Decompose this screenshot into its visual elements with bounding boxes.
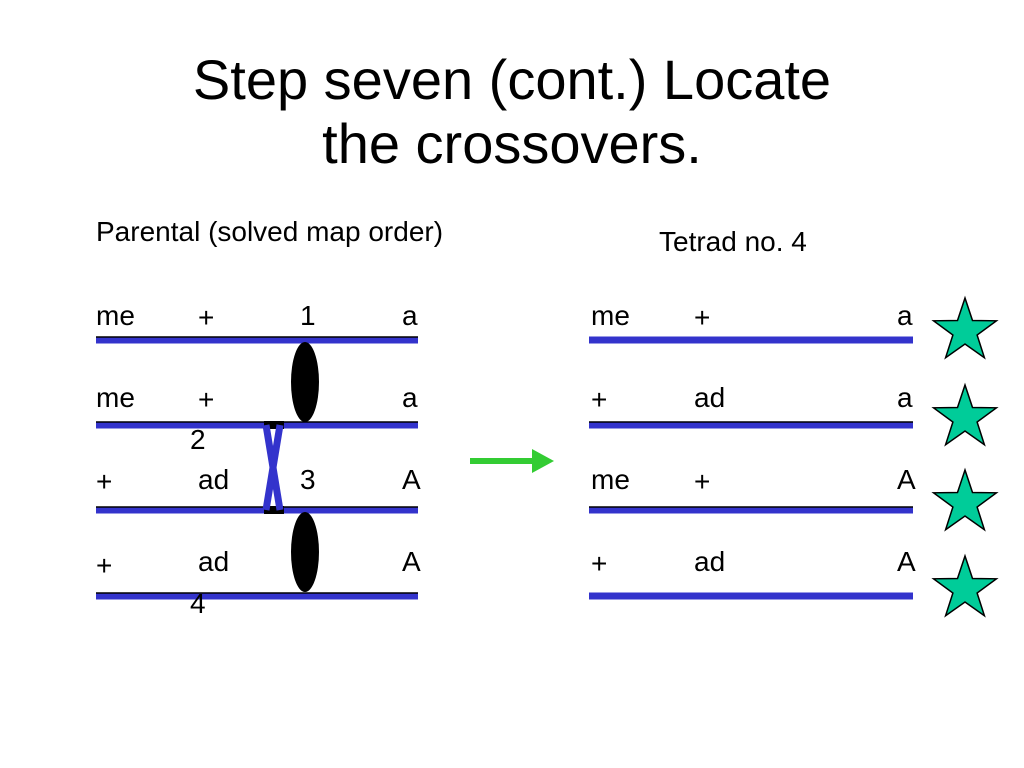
tetrad-1-col3: a <box>897 300 913 331</box>
crossover-x <box>262 421 284 514</box>
tetrad-heading: Tetrad no. 4 <box>659 226 807 257</box>
tetrad-3-col1: me <box>591 464 630 495</box>
tetrad-chromatids <box>589 336 913 600</box>
star-icon <box>931 295 999 360</box>
centromere-bottom <box>291 512 319 592</box>
tetrad-2-col3: a <box>897 382 913 413</box>
parental-3-col3: A <box>402 464 421 495</box>
tetrad-4-col3: A <box>897 546 916 577</box>
parental-2-col1: me <box>96 382 135 413</box>
tetrad-1-col1: me <box>591 300 630 331</box>
slide-title: Step seven (cont.) Locate the crossovers… <box>0 48 1024 176</box>
star-icon <box>931 382 999 447</box>
chromatid-number-4: 4 <box>190 588 206 619</box>
parental-1-col2: + <box>198 302 215 333</box>
chromatid-number-2: 2 <box>190 424 206 455</box>
parental-3-col2: ad <box>198 464 230 495</box>
parental-4-col3: A <box>402 546 421 577</box>
title-line-1: Step seven (cont.) Locate <box>192 48 832 111</box>
parental-1-col3: a <box>402 300 418 331</box>
tetrad-3-col2: + <box>694 466 711 497</box>
centromere-top <box>291 342 319 422</box>
right-arrow-icon <box>470 449 554 473</box>
star-icon <box>931 467 999 532</box>
chromatid-number-3: 3 <box>300 464 316 495</box>
parental-heading: Parental (solved map order) <box>96 216 444 247</box>
tetrad-4-col1: + <box>591 548 608 579</box>
tetrad-1-col2: + <box>694 302 711 333</box>
tetrad-3-col3: A <box>897 464 916 495</box>
parental-2-col3: a <box>402 382 418 413</box>
parental-4-col2: ad <box>198 546 230 577</box>
parental-2-col2: + <box>198 384 215 415</box>
tetrad-4-col2: ad <box>694 546 726 577</box>
parental-3-col1: + <box>96 466 113 497</box>
parental-chromatids <box>96 336 418 600</box>
star-icon <box>931 553 999 618</box>
parental-1-col1: me <box>96 300 135 331</box>
parental-4-col1: + <box>96 550 113 581</box>
tetrad-2-col1: + <box>591 384 608 415</box>
tetrad-2-col2: ad <box>694 382 726 413</box>
title-line-2: the crossovers. <box>322 112 702 175</box>
chromatid-number-1: 1 <box>300 300 316 331</box>
